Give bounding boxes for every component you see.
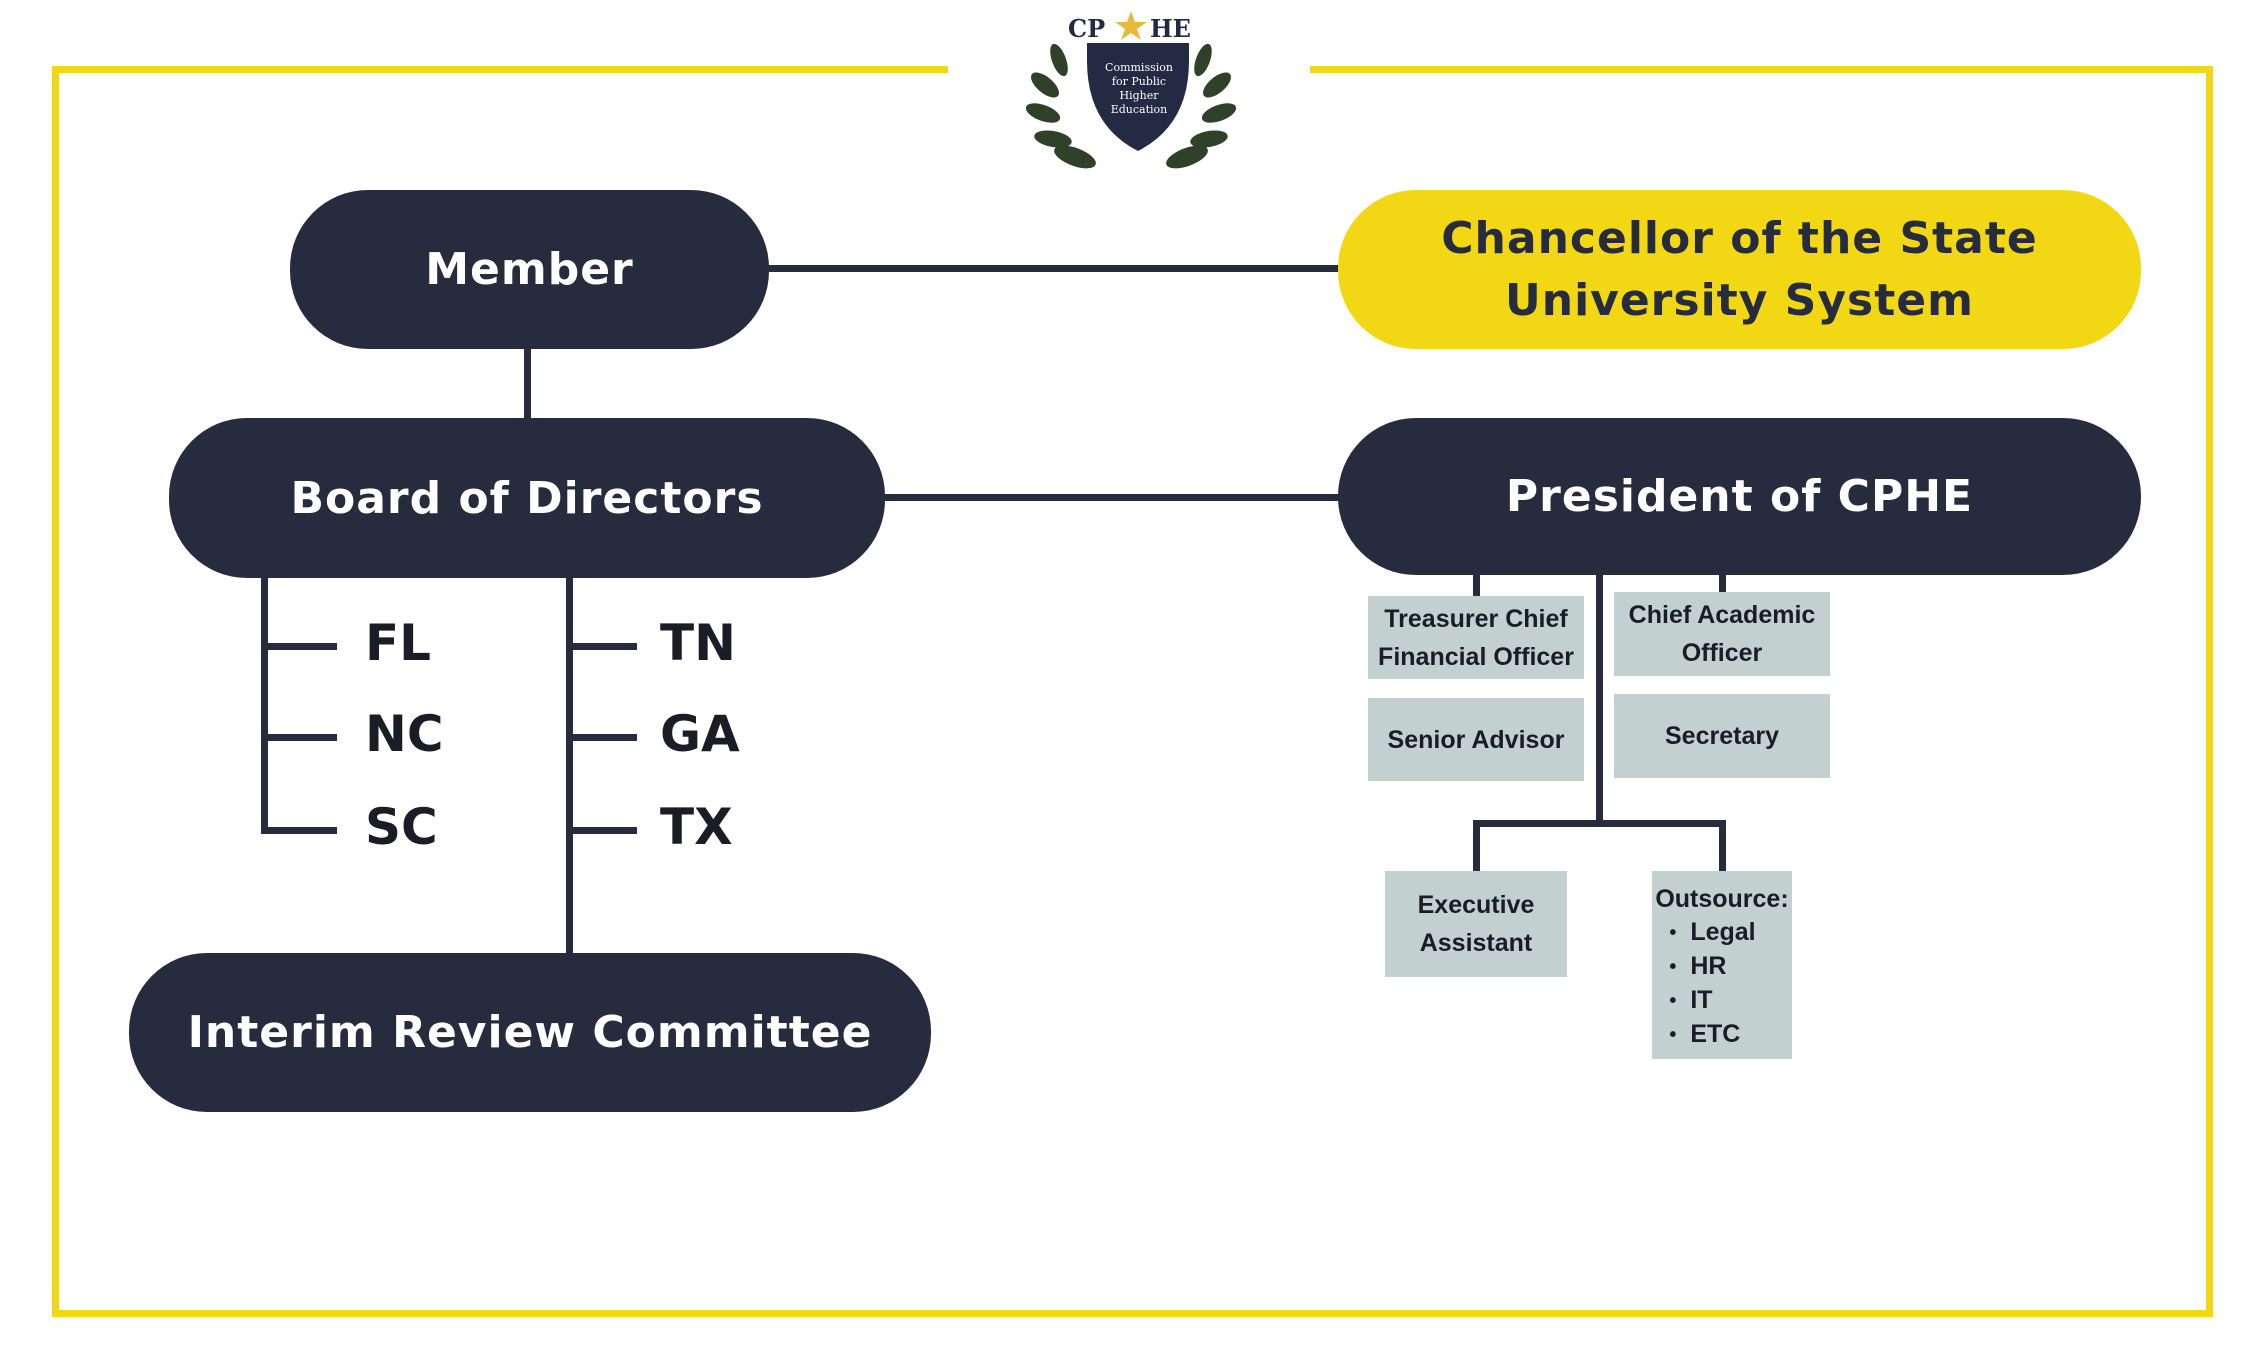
shield-icon <box>1087 43 1189 151</box>
connector-member-chancellor <box>760 265 1350 272</box>
node-member: Member <box>290 190 769 349</box>
connector-president-treasurer <box>1473 565 1480 597</box>
outsource-item: HR <box>1669 950 1788 984</box>
logo-text-cp: CP <box>1068 14 1106 43</box>
state-fl: FL <box>365 614 432 672</box>
chancellor-label-line1: Chancellor of the State <box>1441 212 2038 264</box>
star-icon <box>1115 11 1147 40</box>
state-ga: GA <box>660 705 740 763</box>
frame-top-left <box>54 66 948 73</box>
box-outsource: Outsource: Legal HR IT ETC <box>1652 871 1792 1059</box>
chancellor-label-line2: University System <box>1505 274 1974 326</box>
frame-bottom <box>52 1310 2213 1317</box>
senior-advisor-label: Senior Advisor <box>1387 725 1565 754</box>
box-senior-advisor: Senior Advisor <box>1368 698 1584 781</box>
secretary-label: Secretary <box>1665 722 1779 750</box>
connector-outsource <box>1719 820 1726 872</box>
academic-line2: Officer <box>1681 639 1763 667</box>
outsource-item: ETC <box>1669 1018 1788 1052</box>
executive-line1: Executive <box>1417 891 1535 919</box>
box-secretary: Secretary <box>1614 694 1830 778</box>
connector-executive <box>1473 820 1480 872</box>
connector-member-board <box>524 340 531 425</box>
academic-line1: Chief Academic <box>1628 601 1816 629</box>
connector-states-left <box>261 570 268 833</box>
outsource-list: Legal HR IT ETC <box>1655 916 1788 1052</box>
tick-tx <box>566 827 637 834</box>
connector-president-trunk <box>1596 565 1603 827</box>
treasurer-line1: Treasurer Chief <box>1384 604 1568 633</box>
cphe-logo: CP HE Commission for Public Higher Educa… <box>1015 5 1247 177</box>
connector-board-interim <box>566 570 573 960</box>
outsource-item: Legal <box>1669 916 1788 950</box>
logo-text-he: HE <box>1150 14 1191 43</box>
state-sc: SC <box>365 798 438 856</box>
treasurer-line2: Financial Officer <box>1378 642 1574 671</box>
logo-shield-text: Commission for Public Higher Education <box>1105 61 1173 116</box>
node-president: President of CPHE <box>1338 418 2141 575</box>
executive-line2: Assistant <box>1419 929 1533 957</box>
tick-ga <box>566 734 637 741</box>
tick-fl <box>261 643 337 650</box>
president-label: President of CPHE <box>1505 471 1974 522</box>
connector-horizontal-lower <box>1473 820 1726 827</box>
outsource-item: IT <box>1669 984 1788 1018</box>
frame-left <box>52 66 59 1317</box>
state-tn: TN <box>660 614 736 672</box>
board-label: Board of Directors <box>290 472 764 524</box>
node-interim-review-committee: Interim Review Committee <box>129 953 931 1112</box>
tick-sc <box>261 827 337 834</box>
frame-right <box>2206 66 2213 1317</box>
laurel-icon <box>1025 43 1237 169</box>
interim-label: Interim Review Committee <box>187 1007 873 1058</box>
member-label: Member <box>425 244 634 295</box>
tick-nc <box>261 734 337 741</box>
frame-top-right <box>1310 66 2211 73</box>
node-board-of-directors: Board of Directors <box>169 418 885 578</box>
outsource-title: Outsource: <box>1655 885 1789 913</box>
state-tx: TX <box>660 798 733 856</box>
state-nc: NC <box>365 705 444 763</box>
connector-president-academic <box>1719 565 1726 593</box>
connector-board-president <box>875 494 1350 501</box>
tick-tn <box>566 643 637 650</box>
